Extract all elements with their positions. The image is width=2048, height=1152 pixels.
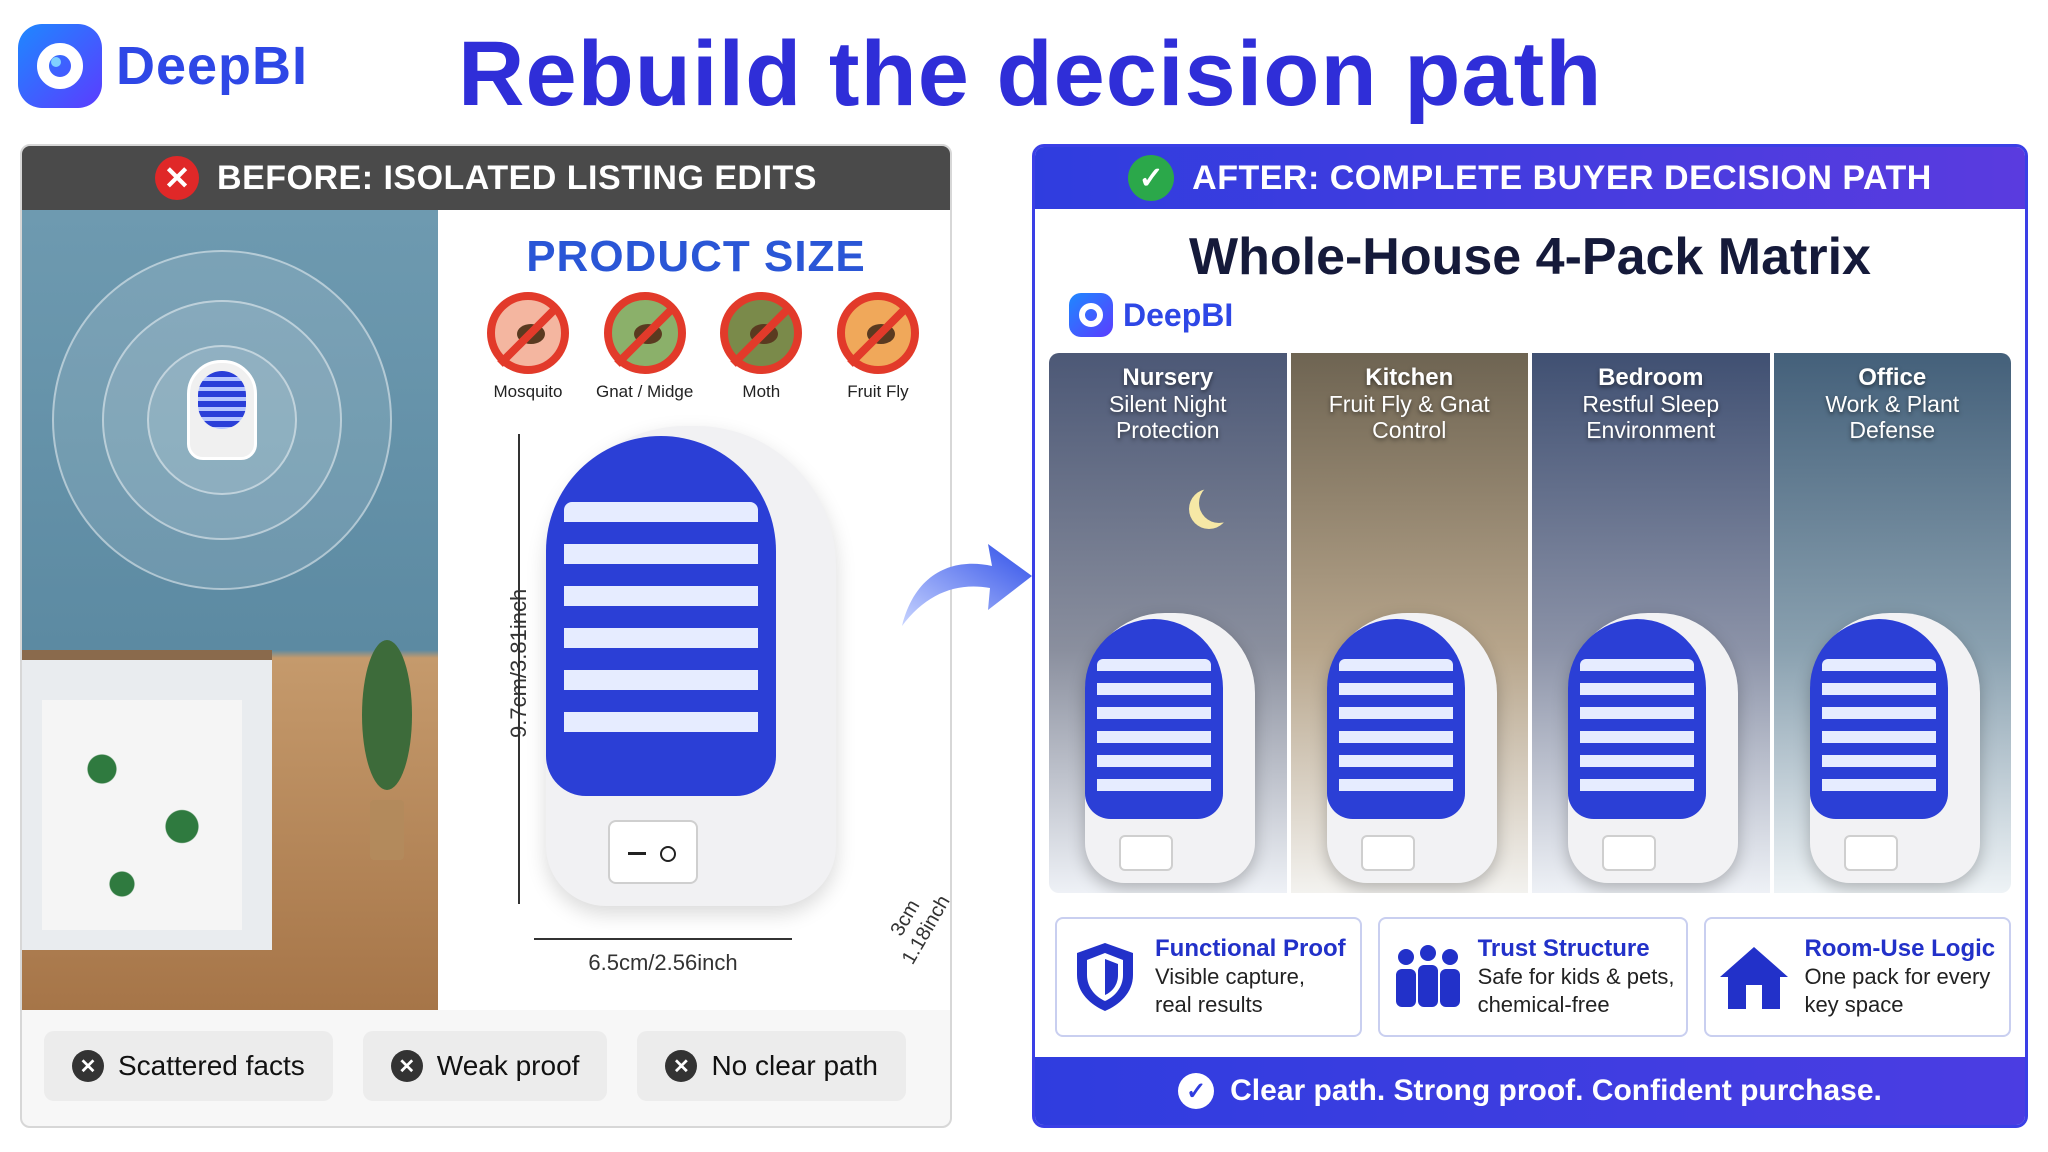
x-circle-icon: ✕	[665, 1050, 698, 1082]
check-circle-icon: ✓	[1178, 1073, 1215, 1109]
wall-device-image	[187, 360, 257, 460]
before-header-text: BEFORE: ISOLATED LISTING EDITS	[217, 158, 817, 197]
footer-text: Clear path. Strong proof. Confident purc…	[1230, 1074, 1882, 1107]
deepbi-logo-icon	[18, 24, 102, 108]
bug-label: Moth	[742, 382, 781, 401]
room-line: Fruit Fly & Gnat	[1328, 391, 1490, 417]
pill-label: Scattered facts	[118, 1050, 305, 1081]
bug-item: Mosquito	[478, 292, 578, 402]
shield-icon	[1069, 941, 1141, 1013]
width-dimension-line	[534, 938, 792, 940]
room-line: Work & Plant	[1825, 391, 1960, 417]
device-image	[1326, 613, 1497, 883]
after-header: ✓ AFTER: COMPLETE BUYER DECISION PATH	[1035, 147, 2025, 209]
plant-image	[352, 640, 422, 870]
depth-dimension-label: 3cm 1.18inch	[876, 879, 950, 968]
page-title: Rebuild the decision path	[458, 23, 1603, 125]
room-line: Defense	[1849, 417, 1936, 443]
room-name: Nursery	[1122, 364, 1214, 391]
x-circle-icon: ✕	[390, 1050, 423, 1082]
room-line: Environment	[1586, 417, 1716, 443]
x-icon: ✕	[155, 156, 200, 200]
deepbi-logo-icon	[1069, 293, 1113, 337]
after-panel: ✓ AFTER: COMPLETE BUYER DECISION PATH Wh…	[1032, 144, 2028, 1128]
x-circle-icon: ✕	[72, 1050, 104, 1082]
room-line: Silent Night	[1108, 391, 1227, 417]
width-dimension-label: 6.5cm/2.56inch	[588, 950, 738, 975]
feature-title: Room-Use Logic	[1804, 935, 1996, 962]
after-brand: DeepBI	[1069, 293, 1233, 337]
room-line: Protection	[1115, 417, 1220, 443]
device-image	[1568, 613, 1738, 883]
feature-functional-proof: Functional Proof Visible capture, real r…	[1055, 917, 1362, 1037]
bed-image	[22, 650, 272, 950]
room-matrix: Nursery Silent Night Protection Kitchen …	[1049, 353, 2011, 893]
bug-item: Moth	[711, 292, 811, 402]
brand: DeepBI	[18, 24, 308, 108]
after-footer: ✓ Clear path. Strong proof. Confident pu…	[1035, 1057, 2025, 1125]
room-name: Kitchen	[1365, 364, 1454, 391]
room-title: Office Work & Plant Defense	[1774, 364, 2012, 444]
matrix-title: Whole-House 4-Pack Matrix	[1189, 228, 1871, 286]
room-name: Bedroom	[1598, 364, 1704, 391]
brand-name: DeepBI	[1123, 296, 1234, 333]
brand-name: DeepBI	[116, 36, 309, 96]
bug-item: Fruit Fly	[828, 292, 928, 402]
pill-label: Weak proof	[436, 1050, 580, 1081]
bug-label: Fruit Fly	[847, 382, 909, 401]
room-title: Bedroom Restful Sleep Environment	[1532, 364, 1770, 444]
room-line: Control	[1372, 417, 1447, 443]
feature-trust-structure: Trust Structure Safe for kids & pets, ch…	[1377, 917, 1689, 1037]
before-pills: ✕ Scattered facts ✕ Weak proof ✕ No clea…	[44, 1031, 934, 1101]
bedroom-scene-image	[22, 210, 438, 1010]
product-size-title: PRODUCT SIZE	[526, 232, 866, 281]
room-card-kitchen: Kitchen Fruit Fly & Gnat Control	[1290, 353, 1529, 893]
bug-label: Mosquito	[493, 382, 563, 401]
feature-title: Functional Proof	[1155, 935, 1346, 962]
room-line: Restful Sleep	[1582, 391, 1720, 417]
after-header-text: AFTER: COMPLETE BUYER DECISION PATH	[1192, 158, 1932, 197]
feature-line: chemical-free	[1477, 992, 1610, 1017]
house-icon	[1718, 941, 1790, 1013]
bug-item: Gnat / Midge	[595, 292, 695, 402]
power-switch	[608, 820, 698, 884]
device-image	[1809, 613, 1980, 883]
mosquito-no-icon	[487, 292, 569, 374]
feature-line: key space	[1804, 992, 1904, 1017]
before-header: ✕ BEFORE: ISOLATED LISTING EDITS	[22, 146, 950, 210]
product-size-area: PRODUCT SIZE Mosquito Gnat / Midge Moth …	[438, 210, 950, 1010]
feature-line: real results	[1155, 992, 1263, 1017]
room-title: Kitchen Fruit Fly & Gnat Control	[1291, 364, 1529, 444]
weak-proof-pill: ✕ Weak proof	[362, 1031, 608, 1101]
before-panel: ✕ BEFORE: ISOLATED LISTING EDITS PRODUCT…	[20, 144, 952, 1128]
height-dimension-line	[518, 434, 520, 904]
feature-list: Functional Proof Visible capture, real r…	[1055, 917, 2011, 1037]
moth-no-icon	[720, 292, 803, 374]
feature-title: Trust Structure	[1477, 935, 1650, 962]
no-clear-path-pill: ✕ No clear path	[637, 1031, 906, 1101]
fruit-fly-no-icon	[836, 292, 919, 374]
transition-arrow-icon	[902, 544, 1032, 626]
scattered-facts-pill: ✕ Scattered facts	[44, 1031, 333, 1101]
bug-list: Mosquito Gnat / Midge Moth Fruit Fly	[478, 292, 928, 402]
device-image	[1085, 613, 1255, 883]
family-icon	[1392, 941, 1464, 1013]
feature-line: One pack for every	[1804, 964, 1991, 989]
room-card-nursery: Nursery Silent Night Protection	[1049, 353, 1287, 893]
check-icon: ✓	[1128, 155, 1175, 201]
pill-label: No clear path	[711, 1050, 878, 1081]
room-card-bedroom: Bedroom Restful Sleep Environment	[1532, 353, 1770, 893]
product-device-image	[546, 426, 836, 906]
moon-icon	[1199, 483, 1239, 523]
gnat-no-icon	[603, 292, 686, 374]
feature-room-use-logic: Room-Use Logic One pack for every key sp…	[1704, 917, 2011, 1037]
height-dimension-label: 9.7cm/3.81inch	[506, 588, 531, 738]
room-title: Nursery Silent Night Protection	[1049, 364, 1287, 444]
feature-line: Visible capture,	[1155, 964, 1306, 989]
feature-line: Safe for kids & pets,	[1477, 964, 1675, 989]
room-name: Office	[1858, 364, 1927, 391]
room-card-office: Office Work & Plant Defense	[1773, 353, 2012, 893]
bug-label: Gnat / Midge	[595, 382, 694, 401]
